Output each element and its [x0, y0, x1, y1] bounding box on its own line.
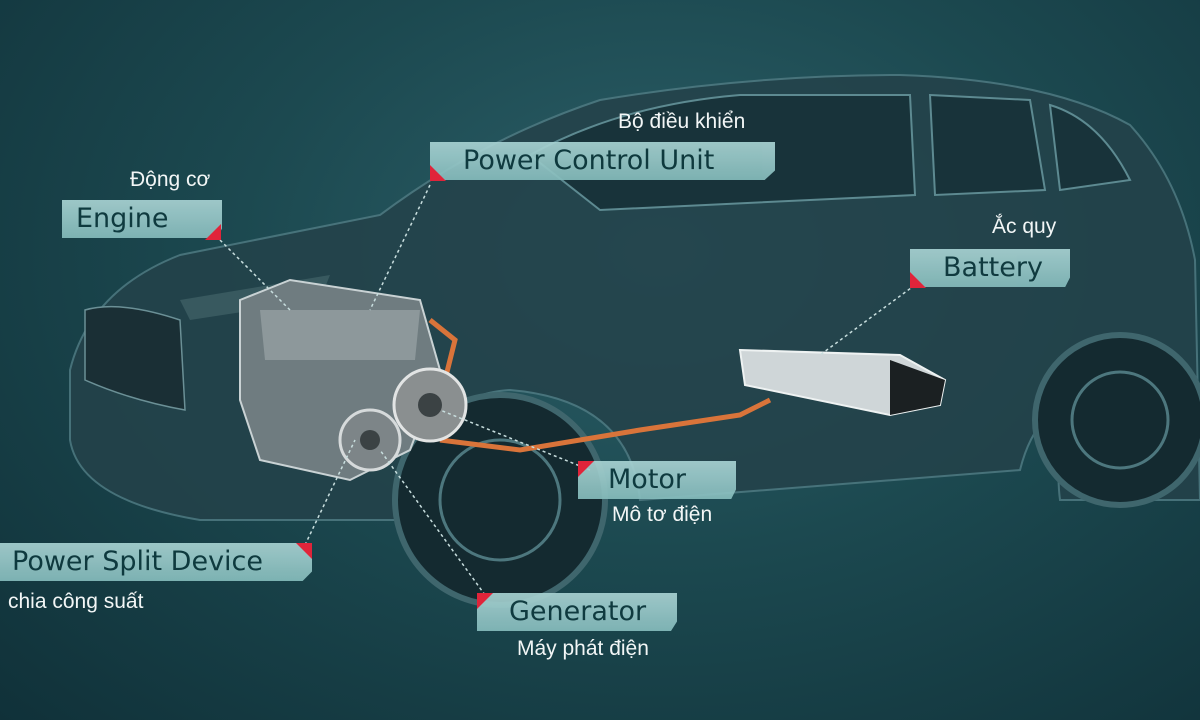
- rear-wheel: [1032, 332, 1200, 508]
- pcu-label: Power Control Unit: [430, 142, 775, 180]
- power-split-device-label: Power Split Device: [0, 543, 312, 581]
- engine-label: Engine: [62, 200, 222, 238]
- red-marker-icon: [296, 543, 312, 559]
- motor-label: Motor: [578, 461, 736, 499]
- engine-assembly: [239, 278, 468, 482]
- battery-label: Battery: [910, 249, 1070, 287]
- car-grille: [84, 305, 186, 411]
- car-windows: [528, 93, 1132, 212]
- red-marker-icon: [205, 224, 221, 240]
- battery-pack: [738, 348, 947, 417]
- generator-label: Generator: [477, 593, 677, 631]
- red-marker-icon: [578, 461, 594, 477]
- red-marker-icon: [477, 593, 493, 609]
- red-marker-icon: [910, 272, 926, 288]
- power-split-device-label-vi: chia công suất: [8, 590, 144, 613]
- engine-label-vi: Động cơ: [130, 168, 211, 191]
- red-marker-icon: [430, 165, 446, 181]
- motor-label-vi: Mô tơ điện: [612, 503, 713, 526]
- generator-label-vi: Máy phát điện: [517, 637, 649, 660]
- battery-label-vi: Ắc quy: [992, 215, 1057, 238]
- pcu-label-vi: Bộ điều khiển: [618, 110, 746, 133]
- hv-cable: [439, 397, 772, 453]
